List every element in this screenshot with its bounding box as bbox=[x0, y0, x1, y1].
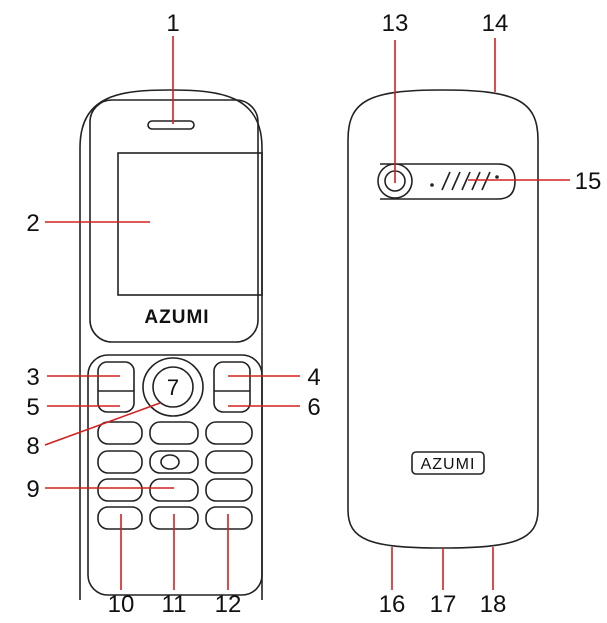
speaker-grille bbox=[430, 171, 499, 191]
front-screen-bezel bbox=[89, 99, 259, 343]
key-r3c3 bbox=[205, 478, 253, 502]
back-brand-logo: AZUMI bbox=[421, 456, 476, 473]
front-phone: AZUMI 7 bbox=[79, 89, 263, 600]
callout-16: 16 bbox=[379, 591, 406, 618]
callout-9: 9 bbox=[26, 476, 39, 503]
keypad-panel bbox=[87, 354, 263, 596]
key-r4c1 bbox=[97, 506, 143, 530]
key-r1c2 bbox=[149, 421, 199, 445]
callout-11: 11 bbox=[162, 591, 187, 618]
callout-14: 14 bbox=[482, 10, 509, 37]
callout-5: 5 bbox=[26, 394, 39, 421]
key-r1c1 bbox=[97, 421, 143, 445]
callout-18: 18 bbox=[480, 591, 507, 618]
left-soft-key bbox=[97, 361, 135, 413]
right-soft-key bbox=[213, 361, 251, 413]
back-body bbox=[347, 89, 539, 549]
earpiece bbox=[147, 120, 195, 130]
key-r3c1 bbox=[97, 478, 143, 502]
loudspeaker-housing bbox=[380, 163, 516, 200]
front-display bbox=[117, 152, 263, 296]
nav-center-key bbox=[152, 366, 194, 408]
callout-15: 15 bbox=[575, 168, 602, 195]
leader-8 bbox=[44, 402, 161, 446]
callout-4: 4 bbox=[307, 364, 320, 391]
callout-labels: 1 2 3 4 5 6 8 9 10 11 12 13 14 15 16 17 … bbox=[26, 10, 601, 618]
callout-12: 12 bbox=[215, 591, 242, 618]
key-r2c2 bbox=[149, 450, 199, 474]
callout-6: 6 bbox=[307, 394, 320, 421]
callout-3: 3 bbox=[26, 364, 39, 391]
key-r3c2 bbox=[149, 478, 199, 502]
nav-ring bbox=[142, 357, 204, 417]
callout-10: 10 bbox=[108, 591, 135, 618]
leader-lines bbox=[44, 36, 570, 590]
key-r2c3 bbox=[205, 450, 253, 474]
front-body bbox=[79, 89, 263, 600]
callout-1: 1 bbox=[166, 10, 179, 37]
callout-2: 2 bbox=[26, 210, 39, 237]
front-brand-logo: AZUMI bbox=[144, 307, 209, 328]
key-r4c3 bbox=[205, 506, 253, 530]
callout-8: 8 bbox=[26, 433, 39, 460]
key-r2c1 bbox=[97, 450, 143, 474]
callout-17: 17 bbox=[430, 591, 457, 618]
key-r1c3 bbox=[205, 421, 253, 445]
back-brand-badge bbox=[411, 451, 485, 475]
callout-13: 13 bbox=[382, 10, 409, 37]
back-phone: AZUMI bbox=[347, 89, 539, 549]
key-r2c2-bump bbox=[160, 454, 180, 470]
center-key-label: 7 bbox=[167, 375, 179, 400]
